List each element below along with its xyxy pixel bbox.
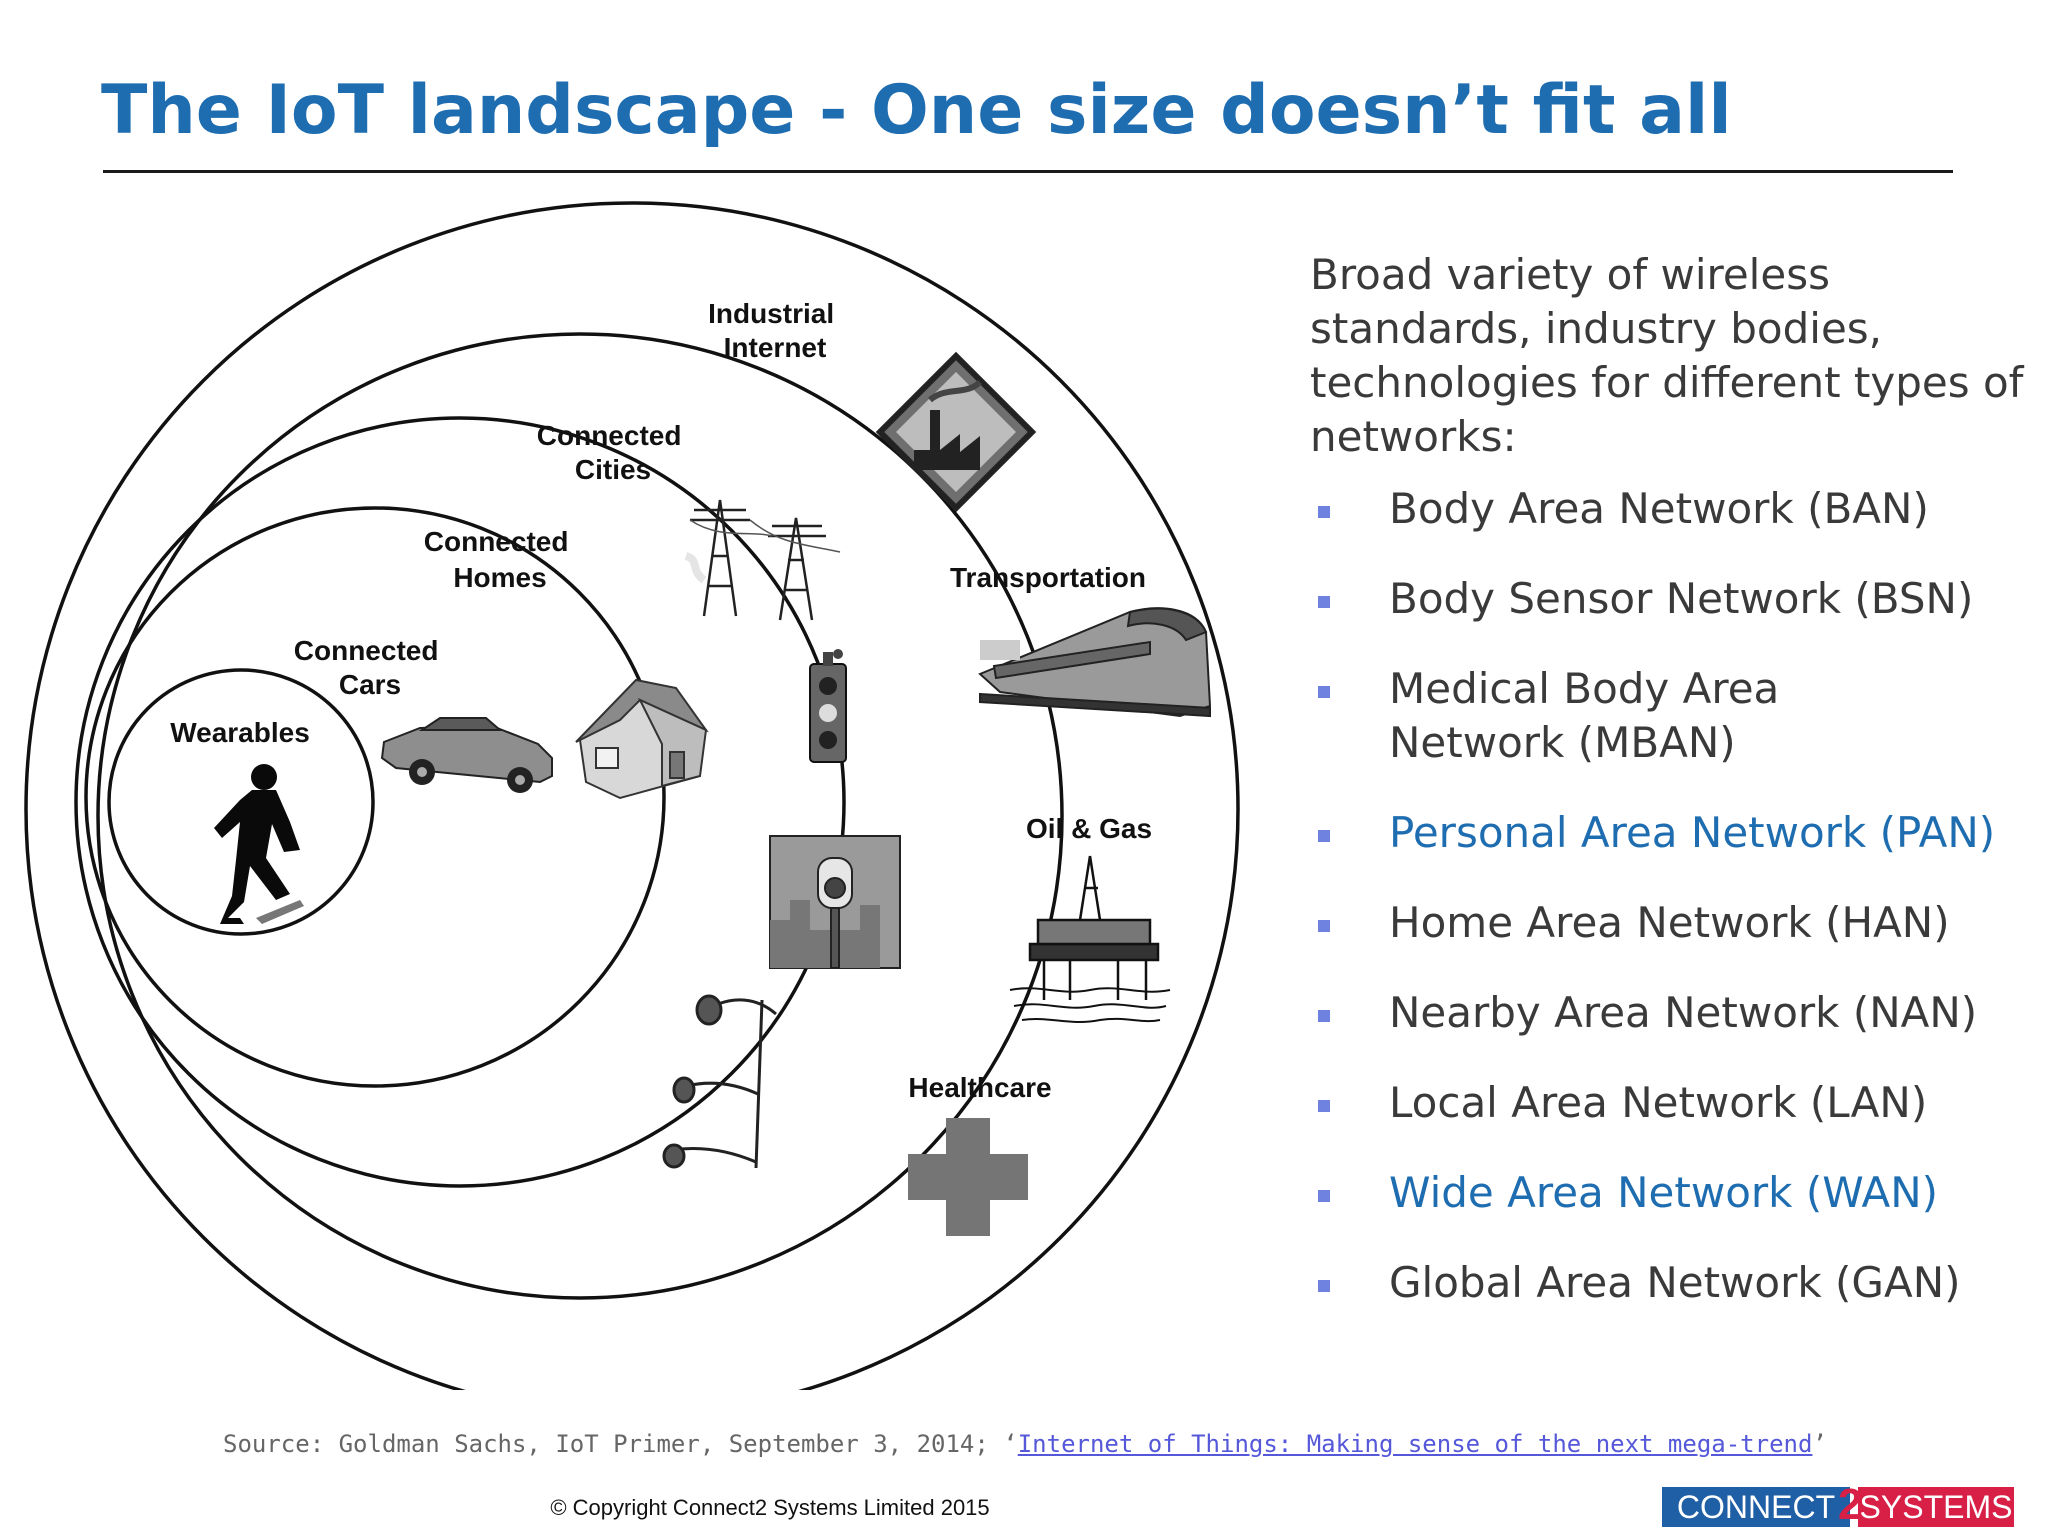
- oil-rig-icon: [1010, 856, 1170, 1022]
- logo-connect: CONNECT: [1662, 1487, 1850, 1527]
- bullet-icon: [1318, 596, 1330, 608]
- label-connected-cars: Connected Cars: [294, 635, 446, 700]
- bullet-icon: [1318, 1010, 1330, 1022]
- ring-connected-cars: [86, 508, 664, 1086]
- car-icon: [382, 718, 552, 793]
- label-wearables: Wearables: [170, 717, 310, 748]
- bullet-icon: [1318, 1100, 1330, 1112]
- list-item: Personal Area Network (PAN): [1310, 806, 2030, 860]
- ring-industrial-internet: [26, 203, 1238, 1390]
- label-healthcare: Healthcare: [908, 1072, 1051, 1103]
- bullet-icon: [1318, 506, 1330, 518]
- bullet-icon: [1318, 1280, 1330, 1292]
- list-item: Body Sensor Network (BSN): [1310, 572, 2030, 626]
- label-connected-homes: Connected Homes: [424, 526, 576, 593]
- slide-title: The IoT landscape - One size doesn’t fit…: [101, 66, 1732, 156]
- bullet-icon: [1318, 686, 1330, 698]
- traffic-light-icon: [810, 649, 846, 762]
- parking-meter-icon: [770, 836, 900, 968]
- factory-icon: [880, 356, 1032, 508]
- logo-systems: SYSTEMS: [1858, 1487, 2014, 1527]
- house-icon: [576, 680, 706, 798]
- source-prefix: Source: Goldman Sachs, IoT Primer, Septe…: [223, 1430, 1018, 1458]
- list-item: Global Area Network (GAN): [1310, 1256, 2030, 1310]
- list-item: Wide Area Network (WAN): [1310, 1166, 2030, 1220]
- list-item: Local Area Network (LAN): [1310, 1076, 2030, 1130]
- company-logo: CONNECT SYSTEMS 2: [1662, 1487, 2014, 1527]
- list-item: Medical Body Area Network (MBAN): [1310, 662, 1949, 770]
- label-oil-gas: Oil & Gas: [1026, 813, 1152, 844]
- iot-rings-diagram: Industrial Internet Connected Cities Con…: [0, 190, 1240, 1390]
- label-industrial-internet: Industrial Internet: [708, 298, 842, 363]
- runner-icon: [214, 764, 304, 924]
- label-transportation: Transportation: [950, 562, 1146, 593]
- bullet-icon: [1318, 830, 1330, 842]
- street-lamp-icon: [664, 996, 776, 1168]
- logo-2: 2: [1838, 1481, 1862, 1529]
- intro-text: Broad variety of wireless standards, ind…: [1310, 248, 2030, 464]
- source-suffix: ’: [1812, 1430, 1826, 1458]
- source-link[interactable]: Internet of Things: Making sense of the …: [1018, 1430, 1813, 1458]
- label-connected-cities: Connected Cities: [537, 420, 689, 485]
- network-list: Body Area Network (BAN) Body Sensor Netw…: [1310, 482, 2030, 1310]
- title-divider: [103, 170, 1953, 173]
- medical-cross-icon: [908, 1118, 1028, 1236]
- copyright-text: © Copyright Connect2 Systems Limited 201…: [0, 1495, 1540, 1521]
- power-lines-icon: [686, 500, 840, 620]
- bullet-icon: [1318, 1190, 1330, 1202]
- list-item: Home Area Network (HAN): [1310, 896, 2030, 950]
- train-icon: [980, 608, 1210, 716]
- network-types-panel: Broad variety of wireless standards, ind…: [1310, 248, 2030, 1346]
- source-citation: Source: Goldman Sachs, IoT Primer, Septe…: [223, 1430, 1827, 1458]
- list-item: Nearby Area Network (NAN): [1310, 986, 2030, 1040]
- bullet-icon: [1318, 920, 1330, 932]
- list-item: Body Area Network (BAN): [1310, 482, 2030, 536]
